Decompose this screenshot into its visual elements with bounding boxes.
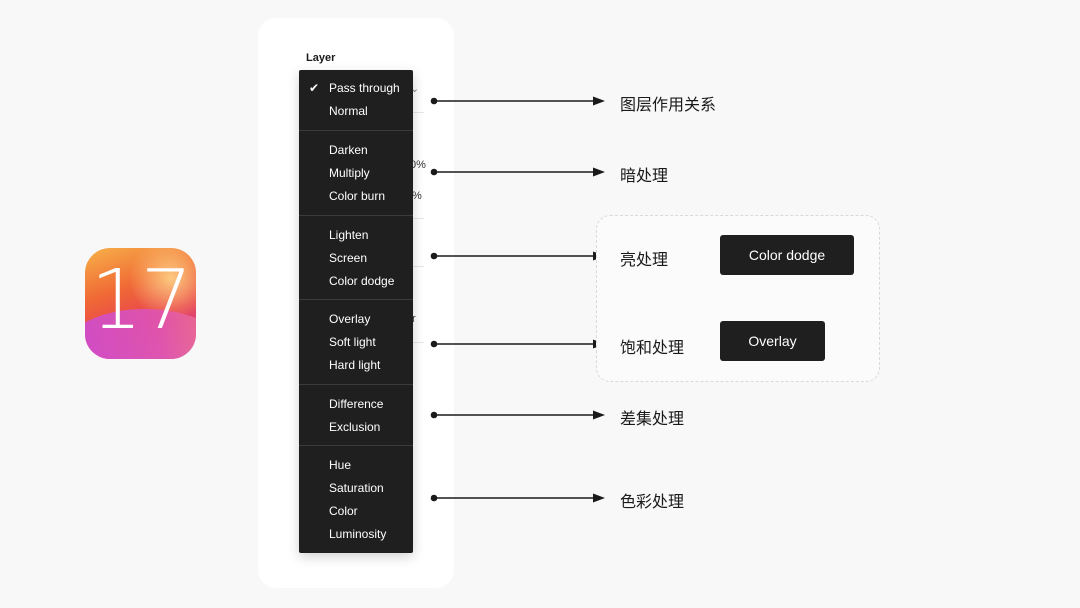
arrow-connector (430, 410, 605, 420)
menu-item-exclusion[interactable]: Exclusion (329, 420, 381, 434)
arrow-connector (430, 339, 605, 349)
icon-number: 17 (90, 253, 192, 348)
menu-item-lighten[interactable]: Lighten (329, 228, 369, 242)
blend-mode-dropdown[interactable]: ✔ Pass through Normal Darken Multiply Co… (299, 70, 413, 553)
menu-item-screen[interactable]: Screen (329, 251, 368, 265)
menu-item-hue[interactable]: Hue (329, 458, 352, 472)
arrow-connector (430, 96, 605, 106)
menu-item-hard-light[interactable]: Hard light (329, 358, 381, 372)
menu-separator (299, 215, 413, 216)
opacity-value-partial: 0% (410, 159, 426, 171)
category-label-color: 色彩处理 (620, 494, 685, 511)
menu-item-color-dodge[interactable]: Color dodge (329, 274, 395, 288)
menu-item-normal[interactable]: Normal (329, 104, 368, 118)
fill-value-partial: % (412, 190, 422, 202)
menu-item-difference[interactable]: Difference (329, 397, 384, 411)
category-label-difference: 差集处理 (620, 411, 685, 428)
menu-separator (299, 130, 413, 131)
panel-divider (410, 112, 424, 113)
panel-divider (410, 218, 424, 219)
menu-separator (299, 299, 413, 300)
checkmark-icon: ✔ (309, 81, 320, 95)
stroke-value-partial: r (412, 313, 416, 325)
panel-divider (410, 266, 424, 267)
menu-item-color-burn[interactable]: Color burn (329, 189, 386, 203)
chevron-down-icon[interactable]: ⌄ (410, 83, 420, 95)
overlay-example: Overlay (720, 321, 825, 361)
menu-item-soft-light[interactable]: Soft light (329, 335, 376, 349)
menu-item-multiply[interactable]: Multiply (329, 166, 370, 180)
panel-divider (410, 342, 424, 343)
category-label-lighten: 亮处理 (620, 252, 669, 269)
icon-wave (85, 309, 196, 359)
category-label-darken: 暗处理 (620, 168, 669, 185)
category-label-saturation: 饱和处理 (620, 340, 685, 357)
menu-item-darken[interactable]: Darken (329, 143, 368, 157)
layer-section-label: Layer (306, 52, 336, 64)
menu-item-color[interactable]: Color (329, 504, 358, 518)
ios17-app-icon: 17 (85, 248, 196, 359)
menu-item-saturation[interactable]: Saturation (329, 481, 384, 495)
color-dodge-example: Color dodge (720, 235, 854, 275)
arrow-connector (430, 251, 605, 261)
menu-item-pass-through[interactable]: Pass through (329, 81, 400, 95)
arrow-connector (430, 493, 605, 503)
menu-separator (299, 384, 413, 385)
arrow-connector (430, 167, 605, 177)
menu-item-overlay[interactable]: Overlay (329, 312, 371, 326)
category-label-layer-relation: 图层作用关系 (620, 97, 717, 114)
menu-separator (299, 445, 413, 446)
menu-item-luminosity[interactable]: Luminosity (329, 527, 387, 541)
